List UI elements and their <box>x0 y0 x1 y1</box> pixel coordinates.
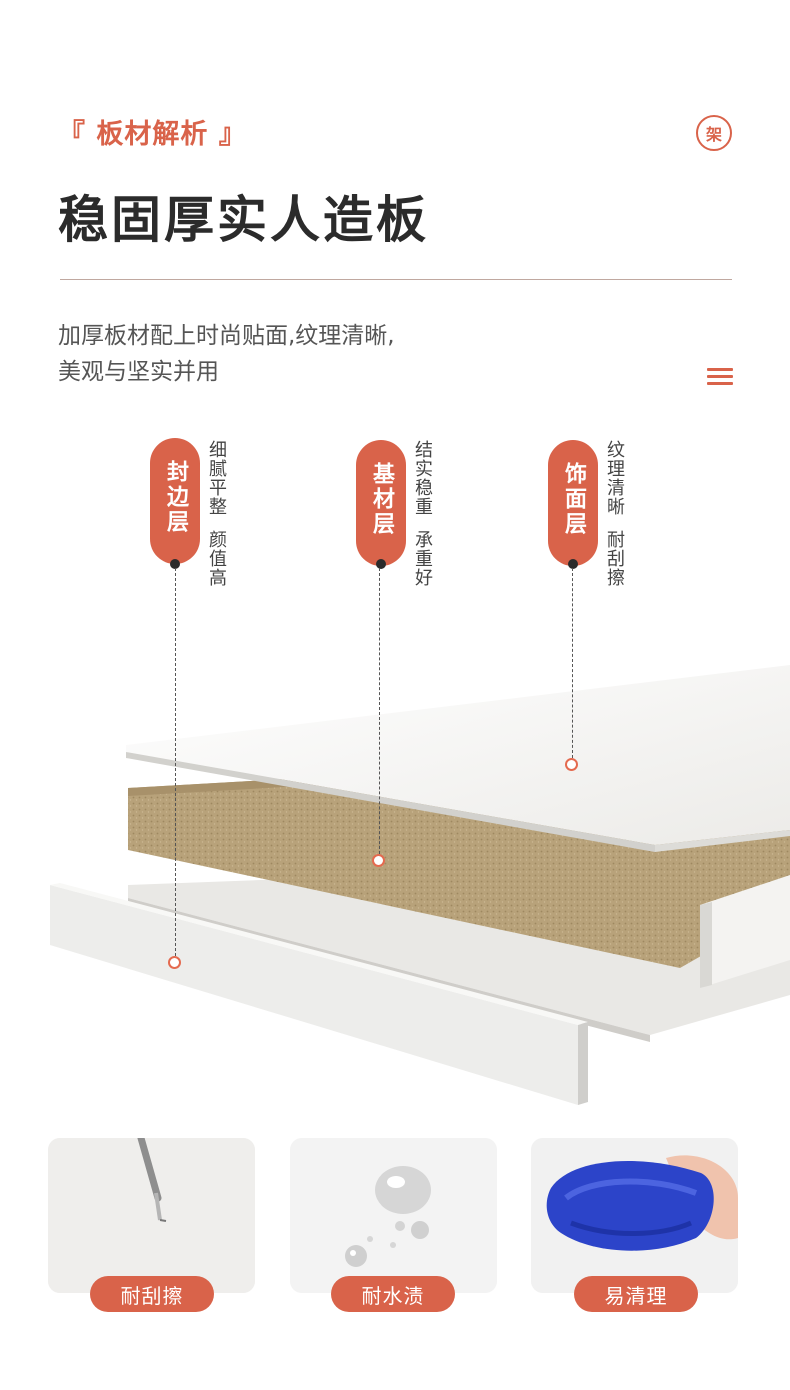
layer-pill-dot <box>568 559 578 569</box>
board-layers-illustration <box>50 665 790 1105</box>
description-line: 美观与坚实并用 <box>58 359 219 385</box>
feature-label: 耐水渍 <box>331 1276 455 1312</box>
water-droplet-icon <box>290 1138 497 1293</box>
layer-note: 承重好 <box>412 530 433 587</box>
section-tag: 『 板材解析 』 <box>58 119 247 150</box>
layer-note: 结实稳重 <box>412 440 433 516</box>
layer-pill-surface: 饰面层 <box>548 440 598 569</box>
layer-name: 封边层 <box>163 460 188 535</box>
layer-pill-core: 基材层 <box>356 440 406 569</box>
layer-pill-dot <box>170 559 180 569</box>
edge-leader-line <box>175 568 176 956</box>
layer-note: 细腻平整 <box>206 440 227 516</box>
edge-band-strip <box>50 885 578 1105</box>
layer-note: 颜值高 <box>206 530 227 587</box>
menu-icon[interactable] <box>707 368 733 386</box>
layer-name: 基材层 <box>369 462 394 537</box>
core-marker <box>372 854 385 867</box>
screwdriver-icon <box>48 1138 255 1293</box>
surface-marker <box>565 758 578 771</box>
edge-marker <box>168 956 181 969</box>
feature-card-water <box>290 1138 497 1293</box>
page-title: 稳固厚实人造板 <box>58 191 429 249</box>
layer-note: 纹理清晰 <box>604 440 625 516</box>
surface-leader-line <box>572 568 573 758</box>
description: 加厚板材配上时尚贴面,纹理清晰, 美观与坚实并用 <box>58 318 395 390</box>
title-divider <box>60 279 732 280</box>
description-line: 加厚板材配上时尚贴面,纹理清晰, <box>58 323 395 349</box>
core-leader-line <box>379 568 380 854</box>
surface-board <box>126 665 790 845</box>
feature-label: 易清理 <box>574 1276 698 1312</box>
category-badge[interactable]: 架 <box>696 115 732 151</box>
cleaning-cloth-icon <box>531 1138 738 1293</box>
layer-note: 耐刮擦 <box>604 530 625 587</box>
feature-card-scratch <box>48 1138 255 1293</box>
layer-pill-dot <box>376 559 386 569</box>
feature-card-clean <box>531 1138 738 1293</box>
layer-pill-edge: 封边层 <box>150 438 200 569</box>
feature-label: 耐刮擦 <box>90 1276 214 1312</box>
layer-name: 饰面层 <box>561 462 586 537</box>
